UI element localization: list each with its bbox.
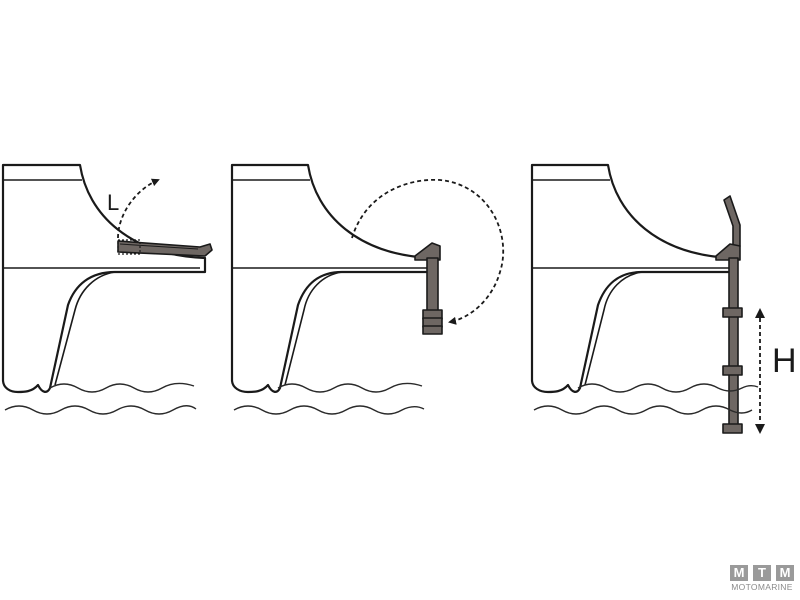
folded-ladder-rail bbox=[119, 243, 199, 250]
rotate-arrow bbox=[351, 178, 505, 325]
ladder-step bbox=[722, 365, 743, 376]
wave-upper bbox=[49, 382, 195, 393]
hull-inner-line bbox=[284, 271, 343, 386]
swinging-ladder-hinge bbox=[414, 242, 441, 261]
length-label: L bbox=[107, 190, 119, 215]
deployed-ladder-rail bbox=[728, 257, 739, 431]
ladder-step bbox=[722, 423, 743, 434]
logo-letter: M bbox=[730, 565, 748, 581]
hull-inner-line bbox=[584, 271, 643, 386]
panel-rotating bbox=[230, 163, 505, 415]
wave-upper bbox=[277, 382, 423, 393]
boat-stern-hull bbox=[530, 163, 734, 394]
boat-stern-hull bbox=[230, 163, 434, 394]
logo-letter: M bbox=[776, 565, 794, 581]
wave-lower bbox=[533, 405, 753, 415]
boat-stern-hull bbox=[1, 163, 207, 394]
height-arrow-top bbox=[755, 308, 765, 318]
swinging-ladder-rail bbox=[426, 257, 439, 319]
ladder-step bbox=[722, 307, 743, 318]
ladder-hinge-highlight bbox=[117, 239, 141, 255]
ladder-grab-handle bbox=[723, 195, 741, 247]
panel-folded: L bbox=[1, 163, 213, 415]
deployed-ladder-hinge bbox=[715, 243, 741, 261]
logo-letter: T bbox=[753, 565, 771, 581]
height-arrow-bottom bbox=[755, 424, 765, 434]
ladder-step bbox=[422, 325, 443, 335]
wave-upper bbox=[577, 383, 759, 393]
hull-inner-line bbox=[54, 271, 116, 386]
unfold-arrow bbox=[117, 178, 160, 239]
motomarine-logo: M T M MOTOMARINE bbox=[730, 565, 794, 592]
panel-deployed: H bbox=[530, 163, 797, 434]
wave-lower bbox=[4, 405, 197, 415]
logo-brand-text: MOTOMARINE bbox=[731, 582, 793, 592]
wave-lower bbox=[233, 405, 425, 415]
height-label: H bbox=[772, 342, 797, 380]
